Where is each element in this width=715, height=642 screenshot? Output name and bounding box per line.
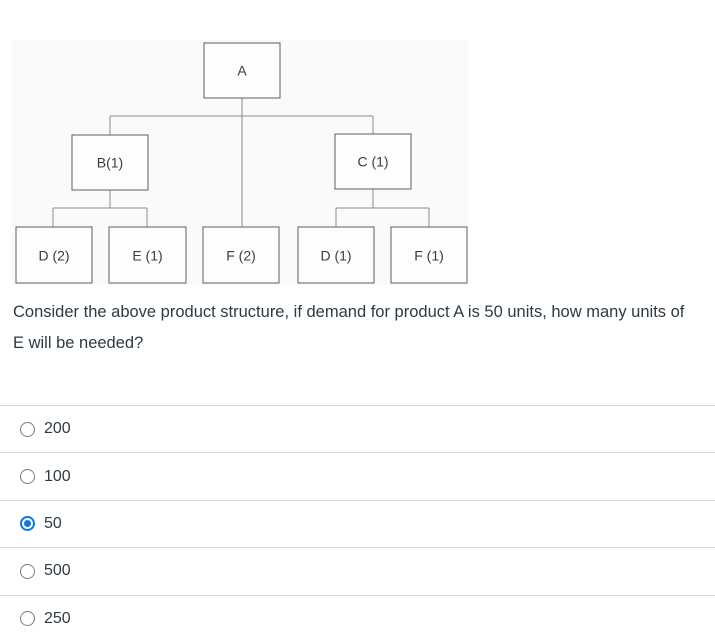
radio-button-icon[interactable] bbox=[20, 421, 35, 437]
radio-button-icon[interactable] bbox=[20, 469, 35, 485]
diagram-node-d2 bbox=[15, 226, 93, 284]
answer-options: 200 100 50 500 250 bbox=[0, 405, 715, 642]
answer-option-50[interactable]: 50 bbox=[0, 499, 715, 547]
radio-button-icon[interactable] bbox=[20, 563, 35, 579]
answer-option-label[interactable]: 200 bbox=[44, 420, 71, 438]
diagram-node-d1-label: D (1) bbox=[320, 248, 351, 264]
diagram-node-a-label: A bbox=[237, 63, 247, 79]
radio-button-selected-icon[interactable] bbox=[20, 516, 35, 532]
answer-option-label[interactable]: 250 bbox=[44, 609, 71, 627]
diagram-node-c-label: C (1) bbox=[357, 154, 388, 170]
diagram-node-f2-label: F (2) bbox=[226, 248, 256, 264]
answer-option-label[interactable]: 50 bbox=[44, 514, 62, 532]
diagram-node-b-label: B(1) bbox=[97, 155, 123, 171]
diagram-node-f1 bbox=[390, 226, 468, 284]
answer-option-500[interactable]: 500 bbox=[0, 547, 715, 594]
diagram-node-d2-label: D (2) bbox=[38, 248, 69, 264]
product-structure-diagram: A B(1) C (1) D (2) E (1) F (2) D (1) F (… bbox=[12, 40, 468, 285]
diagram-node-d1 bbox=[297, 226, 375, 284]
diagram-node-e1 bbox=[108, 226, 187, 284]
diagram-node-f2 bbox=[202, 226, 280, 284]
radio-button-icon[interactable] bbox=[20, 611, 35, 627]
diagram-node-f1-label: F (1) bbox=[414, 248, 444, 264]
diagram-node-a bbox=[203, 42, 281, 99]
question-text: Consider the above product structure, if… bbox=[13, 303, 685, 352]
answer-option-100[interactable]: 100 bbox=[0, 452, 715, 499]
product-structure-tree: A B(1) C (1) D (2) E (1) F (2) D (1) F (… bbox=[15, 42, 468, 284]
answer-option-200[interactable]: 200 bbox=[0, 405, 715, 452]
answer-option-250[interactable]: 250 bbox=[0, 594, 715, 642]
answer-option-label[interactable]: 500 bbox=[44, 562, 71, 580]
diagram-node-c bbox=[334, 133, 412, 190]
diagram-node-b bbox=[71, 134, 149, 191]
answer-option-label[interactable]: 100 bbox=[44, 467, 71, 485]
diagram-node-e1-label: E (1) bbox=[132, 248, 162, 264]
